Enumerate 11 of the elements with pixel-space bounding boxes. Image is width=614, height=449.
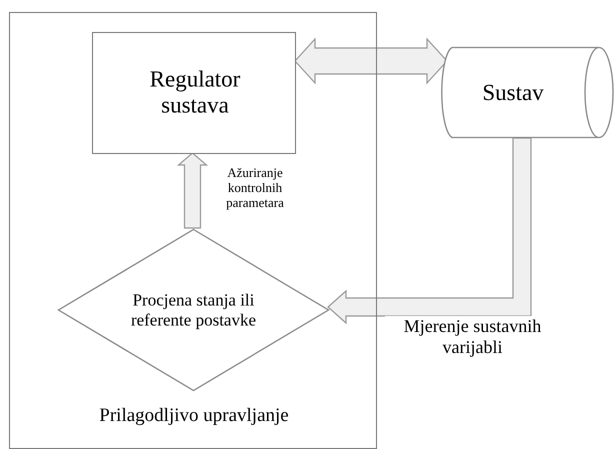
node-label: Sustav [481, 79, 545, 106]
panel [9, 12, 377, 449]
process-box [92, 32, 296, 154]
block-arrow [294, 37, 448, 85]
node-label: Regulator sustava [148, 66, 242, 120]
node-label: Procjena stanja ili referente postavke [130, 290, 258, 330]
block-arrow [327, 137, 532, 324]
block-arrow [176, 152, 208, 229]
decision-diamond [58, 229, 329, 391]
system-cylinder [438, 47, 614, 138]
panel-heading: Prilagodljivo upravljanje [98, 405, 290, 427]
